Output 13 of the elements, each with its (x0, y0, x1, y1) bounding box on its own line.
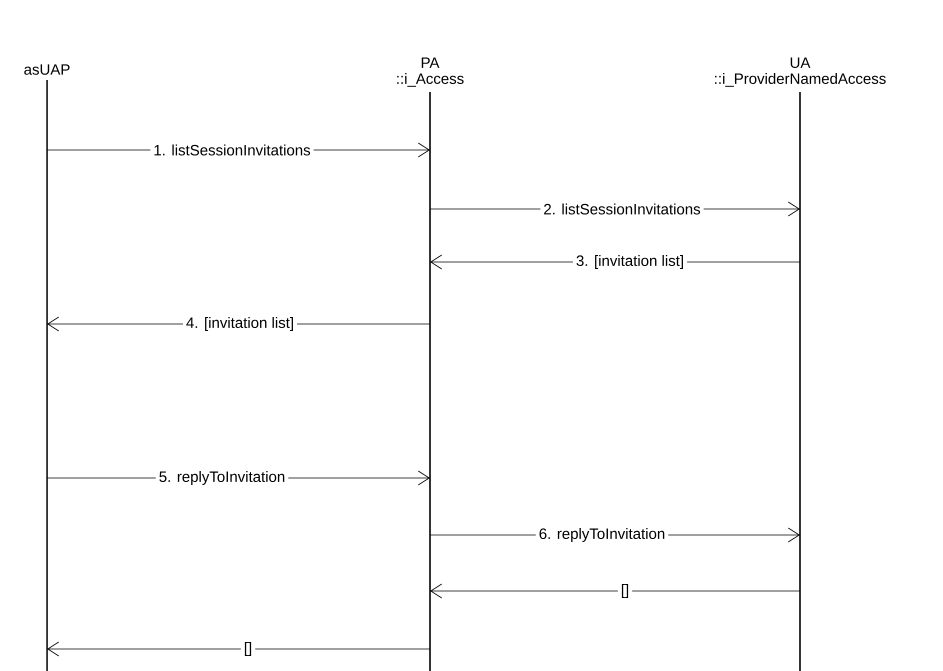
message-label: 5. replyToInvitation (156, 468, 288, 488)
lifeline-head: asUAP (24, 64, 70, 75)
message-label: [] (618, 581, 632, 601)
lifeline-head: PA ::i_Access (397, 58, 464, 87)
message-label: [] (240, 639, 256, 659)
message-arrow (430, 584, 800, 598)
message-label: 2. listSessionInvitations (540, 200, 704, 218)
message-label: 1. listSessionInvitations (150, 141, 314, 158)
message-label: 3. [invitation list] (572, 252, 688, 272)
lifeline-head: UA ::i_ProviderNamedAccess (715, 58, 886, 87)
message-label: 6. replyToInvitation (536, 525, 668, 545)
message-label: 4. [invitation list] (182, 314, 298, 334)
message-arrow (47, 642, 430, 656)
